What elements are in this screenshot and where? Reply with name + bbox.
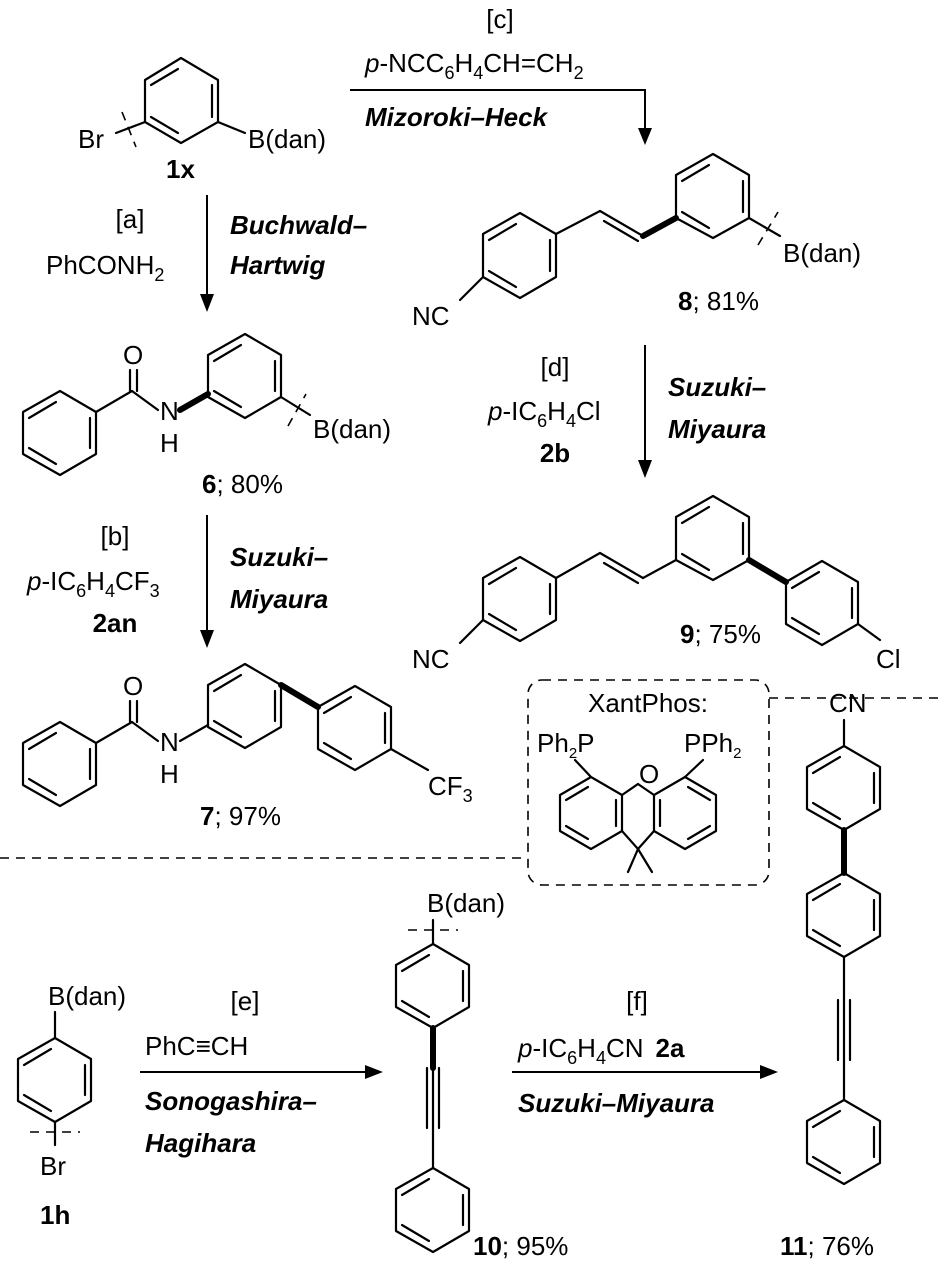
nitrile-label: NC xyxy=(412,301,450,331)
reagent-id-b: 2an xyxy=(93,608,138,638)
nitrile-label: CN xyxy=(829,688,867,718)
reaction-name-a-1: Buchwald– xyxy=(230,210,367,240)
compound-id: 1x xyxy=(166,154,195,184)
bdan-label: B(dan) xyxy=(427,888,505,918)
compound-id: 1h xyxy=(40,1200,70,1230)
amide-hydrogen: H xyxy=(160,759,179,789)
compound-1x: Br B(dan) 1x xyxy=(78,56,326,184)
amide-hydrogen: H xyxy=(160,428,179,458)
reagent-tag-f: [f] xyxy=(626,986,648,1016)
carbonyl-oxygen: O xyxy=(123,671,143,701)
compound-11: CN 11; 76% xyxy=(780,688,882,1261)
compound-id-yield: 11; 76% xyxy=(780,1231,874,1261)
compound-10: B(dan) 10; 95% xyxy=(394,888,568,1261)
reaction-name-f: Suzuki–Miyaura xyxy=(518,1088,715,1118)
arrow-b: [b] p-IC6H4CF3 2an Suzuki– Miyaura xyxy=(26,515,328,648)
amide-nitrogen: N xyxy=(160,727,179,757)
arrow-d: [d] p-IC6H4Cl 2b Suzuki– Miyaura xyxy=(487,345,766,478)
reaction-name-b-2: Miyaura xyxy=(230,584,328,614)
ph2p-label: Ph2P xyxy=(537,728,595,762)
compound-9: NC Cl 9; 75% xyxy=(412,494,901,674)
trifluoromethyl-label: CF3 xyxy=(428,771,473,806)
compound-id-yield: 10; 95% xyxy=(473,1231,568,1261)
xantphos-title: XantPhos: xyxy=(588,688,708,718)
compound-id-yield: 9; 75% xyxy=(680,619,761,649)
reaction-name-c: Mizoroki–Heck xyxy=(365,102,549,132)
bdan-label: B(dan) xyxy=(248,124,326,154)
reaction-name-d-2: Miyaura xyxy=(668,414,766,444)
reaction-name-e-1: Sonogashira– xyxy=(145,1086,317,1116)
bdan-label: B(dan) xyxy=(313,414,391,444)
chloro-label: Cl xyxy=(876,644,901,674)
reagent-e: PhC≡CH xyxy=(145,1031,248,1061)
compound-id-yield: 6; 80% xyxy=(202,469,283,499)
carbonyl-oxygen: O xyxy=(123,340,143,370)
reagent-c: p-NCC6H4CH=CH2 xyxy=(364,48,584,83)
reagent-b: p-IC6H4CF3 xyxy=(26,566,160,601)
reagent-d: p-IC6H4Cl xyxy=(487,396,601,431)
reagent-tag-b: [b] xyxy=(101,521,130,551)
xantphos-box: XantPhos: Ph2P PPh2 O xyxy=(0,679,938,886)
amide-nitrogen: N xyxy=(160,396,179,426)
reagent-tag-e: [e] xyxy=(231,986,260,1016)
reaction-name-e-2: Hagihara xyxy=(145,1128,256,1158)
arrow-c: [c] p-NCC6H4CH=CH2 Mizoroki–Heck xyxy=(350,4,652,145)
reagent-a: PhCONH2 xyxy=(46,250,164,285)
arrow-a: [a] PhCONH2 Buchwald– Hartwig xyxy=(46,195,367,312)
pph2-label: PPh2 xyxy=(684,728,742,762)
bdan-label: B(dan) xyxy=(48,981,126,1011)
compound-id-yield: 7; 97% xyxy=(200,801,281,831)
arrow-e: [e] PhC≡CH Sonogashira– Hagihara xyxy=(140,986,383,1158)
compound-8: NC B(dan) 8; 81% xyxy=(412,152,861,331)
reagent-tag-d: [d] xyxy=(541,352,570,382)
reaction-name-b-1: Suzuki– xyxy=(230,542,328,572)
compound-7: O N H CF3 7; 97% xyxy=(21,662,473,831)
ether-oxygen: O xyxy=(639,759,659,789)
compound-6: O N H B(dan) 6; 80% xyxy=(21,332,391,499)
bromo-label: Br xyxy=(40,1151,66,1181)
bromo-label: Br xyxy=(78,124,104,154)
compound-id-yield: 8; 81% xyxy=(678,286,759,316)
reagent-id-d: 2b xyxy=(540,438,570,468)
compound-1h: B(dan) Br 1h xyxy=(16,981,126,1230)
reaction-name-d-1: Suzuki– xyxy=(668,372,766,402)
reagent-tag-a: [a] xyxy=(116,204,145,234)
nitrile-label: NC xyxy=(412,644,450,674)
reagent-tag-c: [c] xyxy=(486,4,513,34)
bdan-label: B(dan) xyxy=(783,238,861,268)
reaction-name-a-2: Hartwig xyxy=(230,250,325,280)
